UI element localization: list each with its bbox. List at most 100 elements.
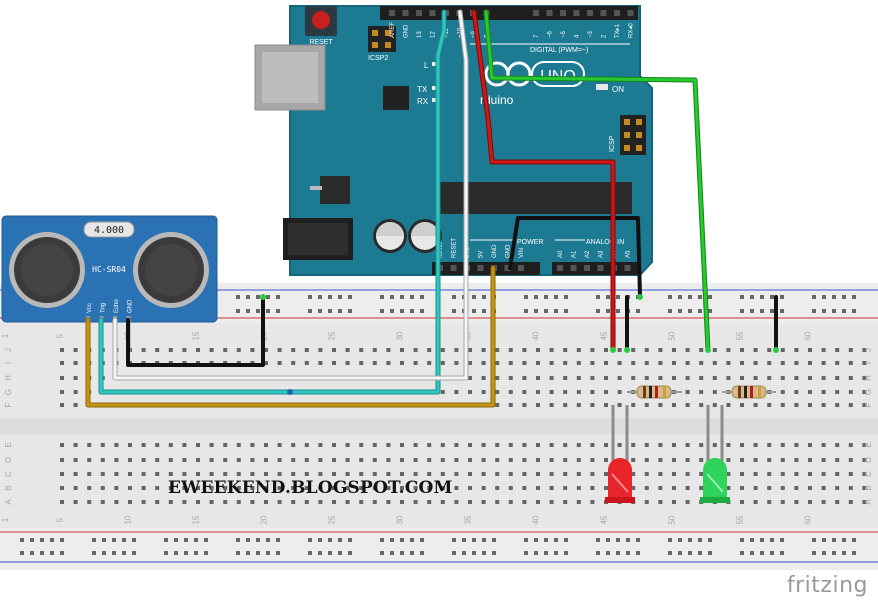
pin-socket (402, 10, 409, 16)
resistor-2 (722, 385, 776, 399)
column-number: 40 (531, 331, 540, 340)
icsp2-header (368, 26, 396, 52)
pin-socket (477, 265, 484, 271)
pin-socket (557, 265, 563, 271)
row-letter: H (864, 375, 873, 381)
pin-label: GND (404, 24, 410, 38)
led-red (605, 405, 635, 503)
pin-socket (450, 265, 457, 271)
on-label: ON (612, 85, 624, 94)
column-number: 30 (395, 331, 404, 340)
column-number: 30 (395, 515, 404, 524)
power-label: POWER (517, 239, 543, 246)
pin-label: ~11 (444, 28, 450, 38)
column-number: 1 (1, 333, 10, 338)
voltage-regulator (320, 176, 350, 204)
column-number: 45 (599, 515, 608, 524)
pin-label: ~5 (561, 30, 567, 38)
column-number: 5 (55, 517, 64, 522)
column-number: 15 (191, 515, 200, 524)
pin-label: IOREF (438, 239, 444, 258)
pin-socket (504, 265, 511, 271)
row-letter: C (4, 471, 13, 477)
pin-label: 2 (602, 34, 608, 38)
pin-label: TX▸1 (615, 23, 621, 38)
tx-label: TX (417, 85, 428, 94)
wires (85, 9, 778, 408)
pin-socket (570, 265, 577, 271)
pin-socket (627, 10, 634, 16)
row-letter: J (4, 348, 13, 352)
column-number: 20 (259, 515, 268, 524)
column-number: 40 (531, 515, 540, 524)
pin-label: 7 (534, 34, 540, 38)
wire-endpoints (260, 294, 779, 395)
pin-socket (573, 10, 580, 16)
pin-socket (546, 10, 553, 16)
icsp-header (620, 115, 646, 155)
pin-socket (533, 10, 539, 16)
column-number: 25 (327, 515, 336, 524)
row-letter: B (864, 485, 873, 490)
capacitors (373, 219, 442, 253)
digital-label: DIGITAL (PWM=~) (530, 47, 588, 54)
column-number: 60 (803, 515, 812, 524)
column-number: 5 (55, 333, 64, 338)
sensor-pin-label: Trig (101, 303, 107, 313)
resistor-1 (627, 385, 682, 399)
sensor-pin-label: Echo (114, 299, 120, 313)
pin-socket (429, 10, 436, 16)
l-led-label: L (424, 61, 429, 70)
row-letter: D (4, 457, 13, 463)
pin-label: ~9 (471, 30, 477, 38)
pin-label: RX◂0 (629, 23, 635, 38)
column-number: 50 (667, 515, 676, 524)
power-header (432, 262, 540, 275)
pin-socket (389, 10, 395, 16)
row-letter: A (4, 499, 13, 505)
pin-label: RESET (452, 238, 458, 258)
column-number: 55 (735, 331, 744, 340)
analog-label: ANALOG IN (586, 239, 624, 246)
pin-socket (597, 265, 604, 271)
row-letter: B (4, 485, 13, 490)
pin-socket (518, 265, 524, 271)
column-number: 55 (735, 515, 744, 524)
pin-label: VIN (519, 248, 525, 258)
sensor-pin-label: Vcc (87, 303, 93, 313)
crystal (83, 221, 135, 238)
row-letter: C (864, 471, 873, 477)
pin-label: 4 (575, 34, 581, 38)
pin-label: A0 (558, 250, 564, 258)
pin-label: ~6 (548, 30, 554, 38)
pin-socket (600, 10, 607, 16)
column-number: 25 (327, 331, 336, 340)
icsp2-label: ICSP2 (368, 55, 388, 62)
column-number: 35 (463, 515, 472, 524)
pin-label: A1 (572, 250, 578, 258)
column-number: 15 (191, 331, 200, 340)
sensor-pin-label: GND (128, 299, 134, 313)
atmega-chip (440, 182, 632, 214)
led-green (700, 405, 730, 503)
row-letter: D (864, 457, 873, 463)
row-letter: G (4, 389, 13, 395)
pin-label: 5V (479, 251, 485, 258)
reset-label: RESET (309, 39, 333, 46)
wire-gnd-sensor (126, 295, 265, 367)
fritzing-logo: fritzing (786, 573, 868, 598)
pin-label: GND (506, 244, 512, 258)
row-letter: F (4, 402, 13, 407)
pin-socket (584, 265, 590, 271)
pin-socket (614, 10, 620, 16)
wire-gnd-arduino (508, 216, 642, 299)
icsp-label: ICSP (609, 135, 616, 152)
column-number: 60 (803, 331, 812, 340)
pin-label: 13 (417, 31, 423, 38)
arduino-logo (484, 61, 585, 87)
column-number: 10 (123, 515, 132, 524)
